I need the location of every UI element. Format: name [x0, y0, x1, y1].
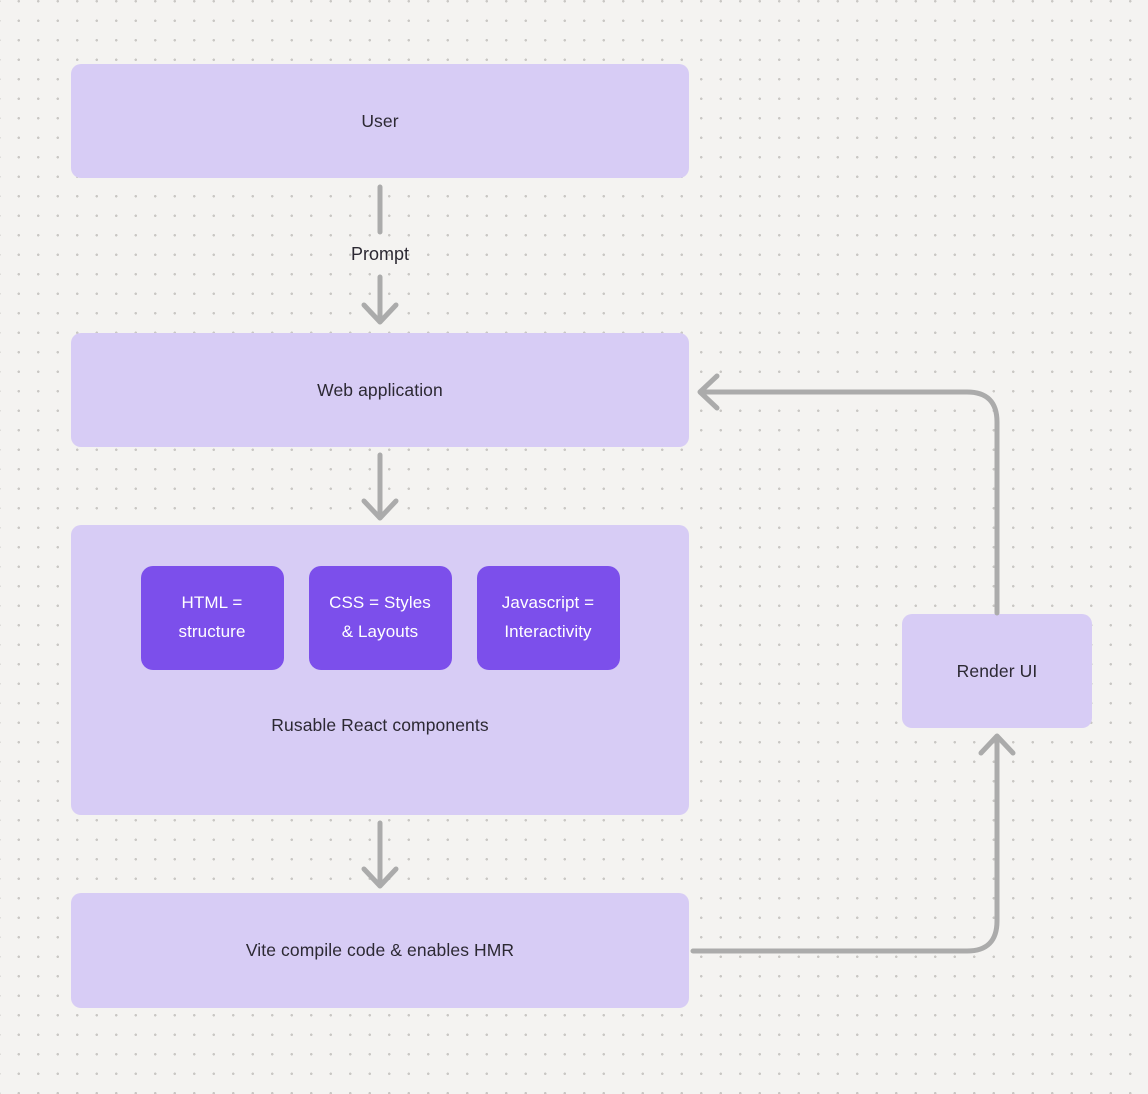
node-html: HTML = structure — [140, 566, 284, 670]
node-vite-label: Vite compile code & enables HMR — [245, 940, 515, 960]
node-render-ui: Render UI — [902, 614, 1092, 728]
node-components-group: HTML = structure CSS = Styles & Layouts … — [71, 525, 689, 815]
node-html-label: HTML = structure — [178, 593, 246, 641]
node-css: CSS = Styles & Layouts — [308, 566, 452, 670]
node-javascript-label: Javascript = Interactivity — [501, 593, 595, 641]
arrow-webapp-to-components — [361, 452, 399, 521]
components-group-caption: Rusable React components — [271, 715, 489, 735]
components-row: HTML = structure CSS = Styles & Layouts … — [140, 566, 620, 670]
edge-label-prompt: Prompt — [350, 244, 410, 264]
node-vite: Vite compile code & enables HMR — [71, 893, 689, 1008]
arrow-components-to-vite — [361, 820, 399, 889]
node-render-ui-label: Render UI — [956, 660, 1038, 681]
node-web-application-label: Web application — [317, 379, 443, 400]
arrow-renderui-to-webapp — [697, 373, 1000, 616]
node-user-label: User — [361, 110, 399, 131]
node-css-label: CSS = Styles & Layouts — [329, 593, 431, 641]
node-user: User — [71, 64, 689, 178]
node-web-application: Web application — [71, 333, 689, 447]
node-javascript: Javascript = Interactivity — [476, 566, 620, 670]
arrow-vite-to-renderui — [690, 733, 1016, 954]
